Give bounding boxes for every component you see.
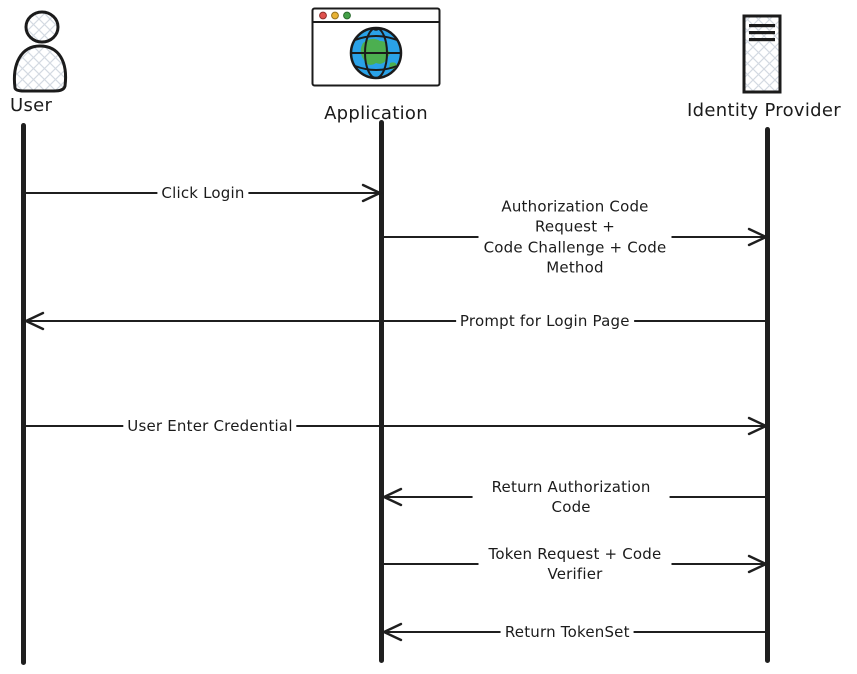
arrowhead-right-icon <box>747 554 769 574</box>
message-label: Token Request + Code Verifier <box>478 542 672 586</box>
message-authorization-code-request: Authorization Code Request + Code Challe… <box>382 195 769 279</box>
message-line <box>25 320 767 322</box>
server-icon <box>742 14 782 94</box>
message-click-login: Click Login <box>24 171 383 215</box>
message-user-enter-credential: User Enter Credential <box>24 404 769 448</box>
arrowhead-left-icon <box>381 622 403 642</box>
browser-globe-icon <box>311 7 441 87</box>
lifeline-user <box>21 123 26 665</box>
arrowhead-right-icon <box>747 227 769 247</box>
arrowhead-right-icon <box>747 416 769 436</box>
globe-icon <box>349 26 403 80</box>
message-label: User Enter Credential <box>123 414 297 438</box>
message-label: Authorization Code Request + Code Challe… <box>478 195 672 279</box>
arrowhead-left-icon <box>23 311 45 331</box>
message-label: Prompt for Login Page <box>455 309 634 333</box>
message-token-request: Token Request + Code Verifier <box>382 542 769 586</box>
lifeline-application <box>379 120 384 663</box>
message-label: Return TokenSet <box>500 620 634 644</box>
message-return-tokenset: Return TokenSet <box>381 610 768 654</box>
arrowhead-left-icon <box>381 487 403 507</box>
message-return-authorization-code: Return Authorization Code <box>381 475 768 519</box>
message-prompt-for-login-page: Prompt for Login Page <box>23 299 768 343</box>
actor-label-identity-provider: Identity Provider <box>687 100 841 121</box>
message-label: Click Login <box>157 181 249 205</box>
person-icon <box>6 8 72 94</box>
message-line <box>25 425 767 427</box>
arrowhead-right-icon <box>361 183 383 203</box>
actor-label-user: User <box>10 95 53 116</box>
lifeline-identity-provider <box>765 127 770 663</box>
message-label: Return Authorization Code <box>472 475 670 519</box>
actor-label-application: Application <box>324 103 428 124</box>
